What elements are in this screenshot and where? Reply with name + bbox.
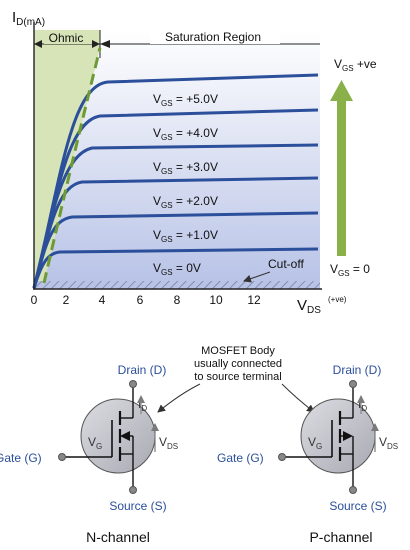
n-gate-terminal bbox=[58, 453, 66, 461]
saturation-label: Saturation Region bbox=[165, 30, 261, 44]
vgs-curves bbox=[32, 73, 319, 289]
n-gate-label: Gate (G) bbox=[0, 451, 42, 465]
p-body-arrow-icon bbox=[343, 431, 353, 441]
saturation-label-bg bbox=[150, 30, 280, 44]
body-note-pointer-p bbox=[281, 383, 315, 413]
curve-label-2v: VGS = +2.0V bbox=[153, 194, 218, 210]
x-tick-labels: 0 2 4 6 8 10 12 bbox=[31, 293, 261, 307]
curve-label-3v: VGS = +3.0V bbox=[153, 160, 218, 176]
curve-label-4v: VGS = +4.0V bbox=[153, 126, 218, 142]
ohmic-label: Ohmic bbox=[49, 31, 84, 45]
saturation-left-arrowhead bbox=[100, 40, 110, 48]
n-id-label: ID bbox=[138, 397, 147, 413]
curve-label-5v: VGS = +5.0V bbox=[153, 92, 218, 108]
curve-label-1v: VGS = +1.0V bbox=[153, 228, 218, 244]
p-source-terminal bbox=[349, 486, 357, 494]
body-note-line: usually connected bbox=[194, 358, 282, 370]
cutoff-band bbox=[34, 281, 320, 289]
p-id-label: ID bbox=[358, 397, 367, 413]
p-gate-terminal bbox=[278, 453, 286, 461]
curve-label-0v: VGS = 0V bbox=[153, 261, 201, 277]
ohmic-boundary bbox=[42, 47, 102, 284]
x-tick-label: 2 bbox=[63, 293, 70, 307]
ohmic-label-bg bbox=[44, 30, 92, 44]
p-drain-label: Drain (D) bbox=[333, 363, 382, 377]
p-channel-symbol: Drain (D) Gate (G) Source (S) VG ID VDS … bbox=[217, 363, 398, 545]
x-tick-origin: 0 bbox=[31, 293, 38, 307]
n-vds-label: VDS bbox=[159, 435, 178, 451]
x-tick-label: 10 bbox=[209, 293, 223, 307]
body-note-line: to source terminal bbox=[194, 371, 281, 383]
n-channel-caption: N-channel bbox=[86, 529, 150, 545]
x-axis-label-polarity: (+ve) bbox=[328, 295, 347, 304]
p-vg-label: VG bbox=[308, 435, 322, 451]
n-vg-label: VG bbox=[88, 435, 102, 451]
p-vds-label: VDS bbox=[379, 435, 398, 451]
vgs-arrow-top-label: VGS +ve bbox=[334, 57, 377, 73]
x-tick-label: 6 bbox=[137, 293, 144, 307]
vgs-arrow-head bbox=[330, 80, 353, 101]
curve-vgs-0v bbox=[32, 247, 319, 289]
n-drain-label: Drain (D) bbox=[118, 363, 167, 377]
p-gate-label: Gate (G) bbox=[217, 451, 264, 465]
x-tick-label: 12 bbox=[247, 293, 261, 307]
p-drain-terminal bbox=[349, 380, 357, 388]
n-channel-symbol: Drain (D) Gate (G) Source (S) VG ID VDS … bbox=[0, 363, 178, 545]
cutoff-label: Cut-off bbox=[268, 257, 304, 271]
x-tick-label: 4 bbox=[99, 293, 106, 307]
n-source-label: Source (S) bbox=[109, 499, 166, 513]
body-note: MOSFET Body usually connected to source … bbox=[157, 345, 315, 413]
body-note-line: MOSFET Body bbox=[201, 345, 275, 357]
n-source-terminal bbox=[129, 486, 137, 494]
n-drain-terminal bbox=[129, 380, 137, 388]
x-tick-label: 8 bbox=[174, 293, 181, 307]
x-axis-label: VDS bbox=[297, 297, 321, 316]
vgs-arrow-shaft bbox=[337, 100, 346, 256]
vgs-arrow-bottom-label: VGS = 0 bbox=[330, 262, 370, 278]
cutoff-pointer bbox=[243, 271, 271, 283]
n-body-arrow-icon bbox=[120, 431, 130, 441]
p-source-label: Source (S) bbox=[329, 499, 386, 513]
id-vds-graph: Ohmic Saturation Region ID(mA) 0 2 4 6 8… bbox=[12, 9, 377, 316]
y-axis-label: ID(mA) bbox=[12, 9, 45, 28]
curve-labels: VGS = +5.0V VGS = +4.0V VGS = +3.0V VGS … bbox=[153, 92, 218, 277]
body-note-pointer-n bbox=[157, 383, 201, 413]
p-channel-caption: P-channel bbox=[309, 529, 372, 545]
